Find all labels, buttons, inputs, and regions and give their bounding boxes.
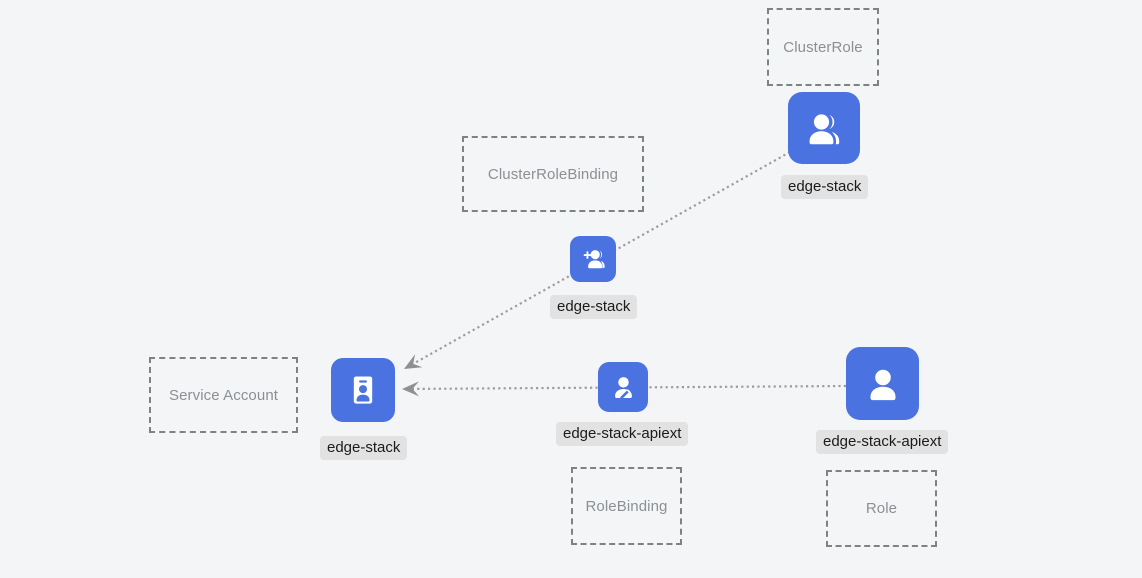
node-label-serviceaccount: edge-stack — [320, 436, 408, 461]
kind-box-serviceaccount: Service Account — [149, 357, 298, 433]
edge-clusterrole-to-serviceaccount-arrowhead — [404, 354, 423, 369]
person-icon[interactable] — [846, 347, 919, 420]
kind-box-role: Role — [826, 470, 937, 547]
kind-box-label: RoleBinding — [585, 497, 668, 515]
kind-box-label: Service Account — [168, 386, 279, 404]
person-add-icon[interactable] — [570, 236, 616, 282]
kind-box-label: ClusterRoleBinding — [487, 165, 619, 183]
kind-box-clusterrolebinding: ClusterRoleBinding — [462, 136, 644, 212]
person-edit-icon[interactable] — [598, 362, 648, 412]
node-label-role: edge-stack-apiext — [816, 430, 949, 455]
edge-role-to-serviceaccount-arrowhead — [402, 381, 420, 397]
kind-box-clusterrole: ClusterRole — [767, 8, 879, 86]
node-label-clusterrole: edge-stack — [781, 175, 869, 200]
node-label-rolebinding: edge-stack-apiext — [556, 422, 689, 447]
kind-box-label: ClusterRole — [783, 38, 863, 56]
node-label-clusterrolebinding: edge-stack — [550, 295, 638, 320]
kind-box-label: Role — [865, 500, 898, 517]
id-badge-icon[interactable] — [331, 358, 395, 422]
people-group-icon[interactable] — [788, 92, 860, 164]
kind-box-rolebinding: RoleBinding — [571, 467, 682, 545]
